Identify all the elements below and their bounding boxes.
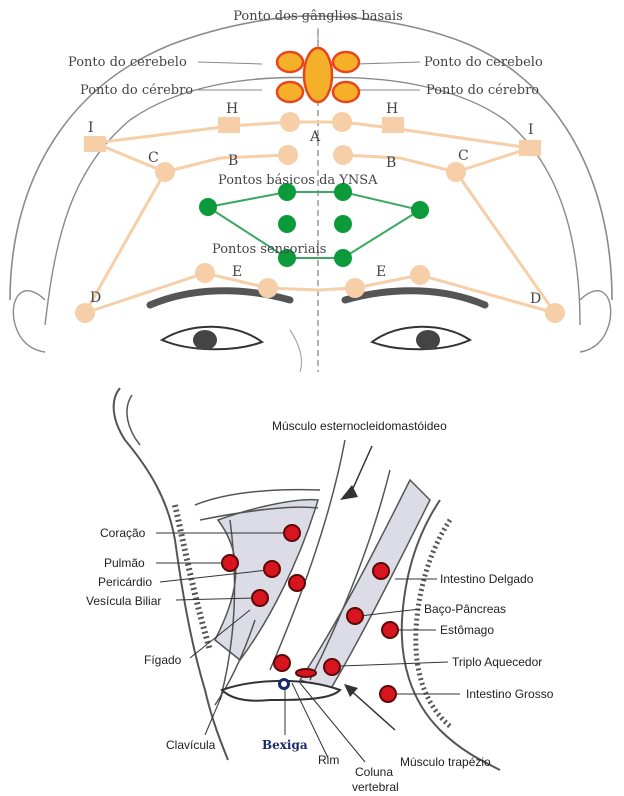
cerebellum-point-left [277, 52, 303, 72]
left-ear [13, 291, 45, 352]
point-coluna [296, 669, 316, 677]
label-estomago: Estômago [440, 623, 494, 637]
label-bexiga: Bexiga [262, 738, 308, 752]
orange-points [277, 48, 359, 102]
label-esterno: Músculo esternocleidomastóideo [272, 419, 447, 433]
label-pericardio: Pericárdio [98, 575, 152, 589]
neck-leader-lines [156, 533, 460, 762]
letter-a: A [309, 129, 321, 145]
right-eye [372, 327, 470, 350]
hairline [45, 77, 580, 325]
letter-h-right: H [386, 101, 398, 117]
point-e-left-inner [258, 278, 278, 298]
cerebellum-label-left: Ponto do cerebelo [68, 55, 187, 70]
basic-points-label: Pontos básicos da YNSA [218, 173, 378, 188]
neck-diagram: Músculo esternocleidomastóideo Coração P… [86, 388, 554, 794]
point-h-right [382, 117, 404, 133]
label-intestino-grosso: Intestino Grosso [466, 687, 554, 701]
point-coracao [284, 525, 300, 541]
point-intestino-delgado [373, 563, 389, 579]
point-estomago [382, 622, 398, 638]
point-vesicula [252, 590, 268, 606]
point-triplo [324, 659, 340, 675]
label-clavicula: Clavícula [166, 738, 216, 752]
point-pulmao [222, 555, 238, 571]
basal-ganglia-label: Ponto dos gânglios basais [233, 9, 403, 24]
point-baco [347, 608, 363, 624]
letter-h-left: H [226, 101, 238, 117]
letter-b-right: B [386, 155, 396, 171]
basic-point-3 [278, 215, 296, 233]
point-extra [289, 575, 305, 591]
chin-outline [127, 395, 140, 445]
letter-c-right: C [458, 148, 469, 164]
left-eye [162, 327, 262, 350]
point-a-left [280, 112, 300, 132]
label-coracao: Coração [100, 526, 146, 540]
right-ear [580, 291, 611, 352]
point-e-left-outer [195, 263, 215, 283]
point-d-right [545, 303, 565, 323]
basic-point-left [199, 198, 217, 216]
point-bexiga [278, 678, 290, 690]
cerebellum-point-right [333, 52, 359, 72]
cerebellum-label-right: Ponto do cerebelo [424, 55, 543, 70]
point-i-left [84, 136, 106, 152]
sensory-point-right [334, 249, 352, 267]
letter-c-left: C [148, 150, 159, 166]
basic-point-right [411, 201, 429, 219]
letter-b-left: B [228, 153, 238, 169]
point-c-right [446, 162, 466, 182]
label-triplo: Triplo Aquecedor [452, 655, 542, 669]
point-e-right-inner [345, 278, 365, 298]
sensory-points-label: Pontos sensoriais [212, 242, 326, 257]
point-i-right [519, 140, 541, 156]
point-h-left [218, 117, 240, 133]
letter-d-right: D [530, 291, 541, 307]
point-b-right [333, 145, 353, 165]
sternocleidomastoid-muscle [300, 480, 430, 690]
letter-e-left: E [232, 264, 242, 280]
cerebrum-point-left [277, 82, 303, 102]
label-coluna-2: vertebral [352, 780, 399, 794]
point-d-left [75, 303, 95, 323]
letter-e-right: E [376, 264, 386, 280]
basal-ganglia-point [304, 48, 332, 102]
nose-bridge [290, 330, 302, 372]
label-intestino-delgado: Intestino Delgado [440, 572, 534, 586]
basic-point-4 [334, 215, 352, 233]
label-coluna-1: Coluna [355, 765, 393, 779]
right-eyebrow [345, 291, 485, 305]
cerebrum-label-right: Ponto do cérebro [426, 83, 539, 98]
point-rim [274, 655, 290, 671]
label-baco: Baço-Pâncreas [424, 602, 506, 616]
arrow-esterno [340, 446, 372, 500]
label-rim: Rim [318, 753, 339, 767]
point-pericardio [264, 561, 280, 577]
point-e-right-outer [410, 265, 430, 285]
letter-i-left: I [88, 120, 94, 136]
letter-d-left: D [90, 290, 101, 306]
point-b-left [278, 145, 298, 165]
letter-i-right: I [528, 122, 534, 138]
point-a-right [332, 112, 352, 132]
cerebrum-point-right [333, 82, 359, 102]
label-pulmao: Pulmão [104, 556, 145, 570]
cerebrum-label-left: Ponto do cérebro [80, 83, 193, 98]
label-vesicula: Vesícula Biliar [86, 594, 161, 608]
face-diagram: Ponto dos gânglios basais Ponto do cereb… [10, 9, 612, 372]
point-intestino-grosso [380, 686, 396, 702]
neck-front-outline [114, 388, 228, 760]
label-trapezio: Músculo trapézio [400, 755, 491, 769]
label-figado: Fígado [144, 653, 182, 667]
